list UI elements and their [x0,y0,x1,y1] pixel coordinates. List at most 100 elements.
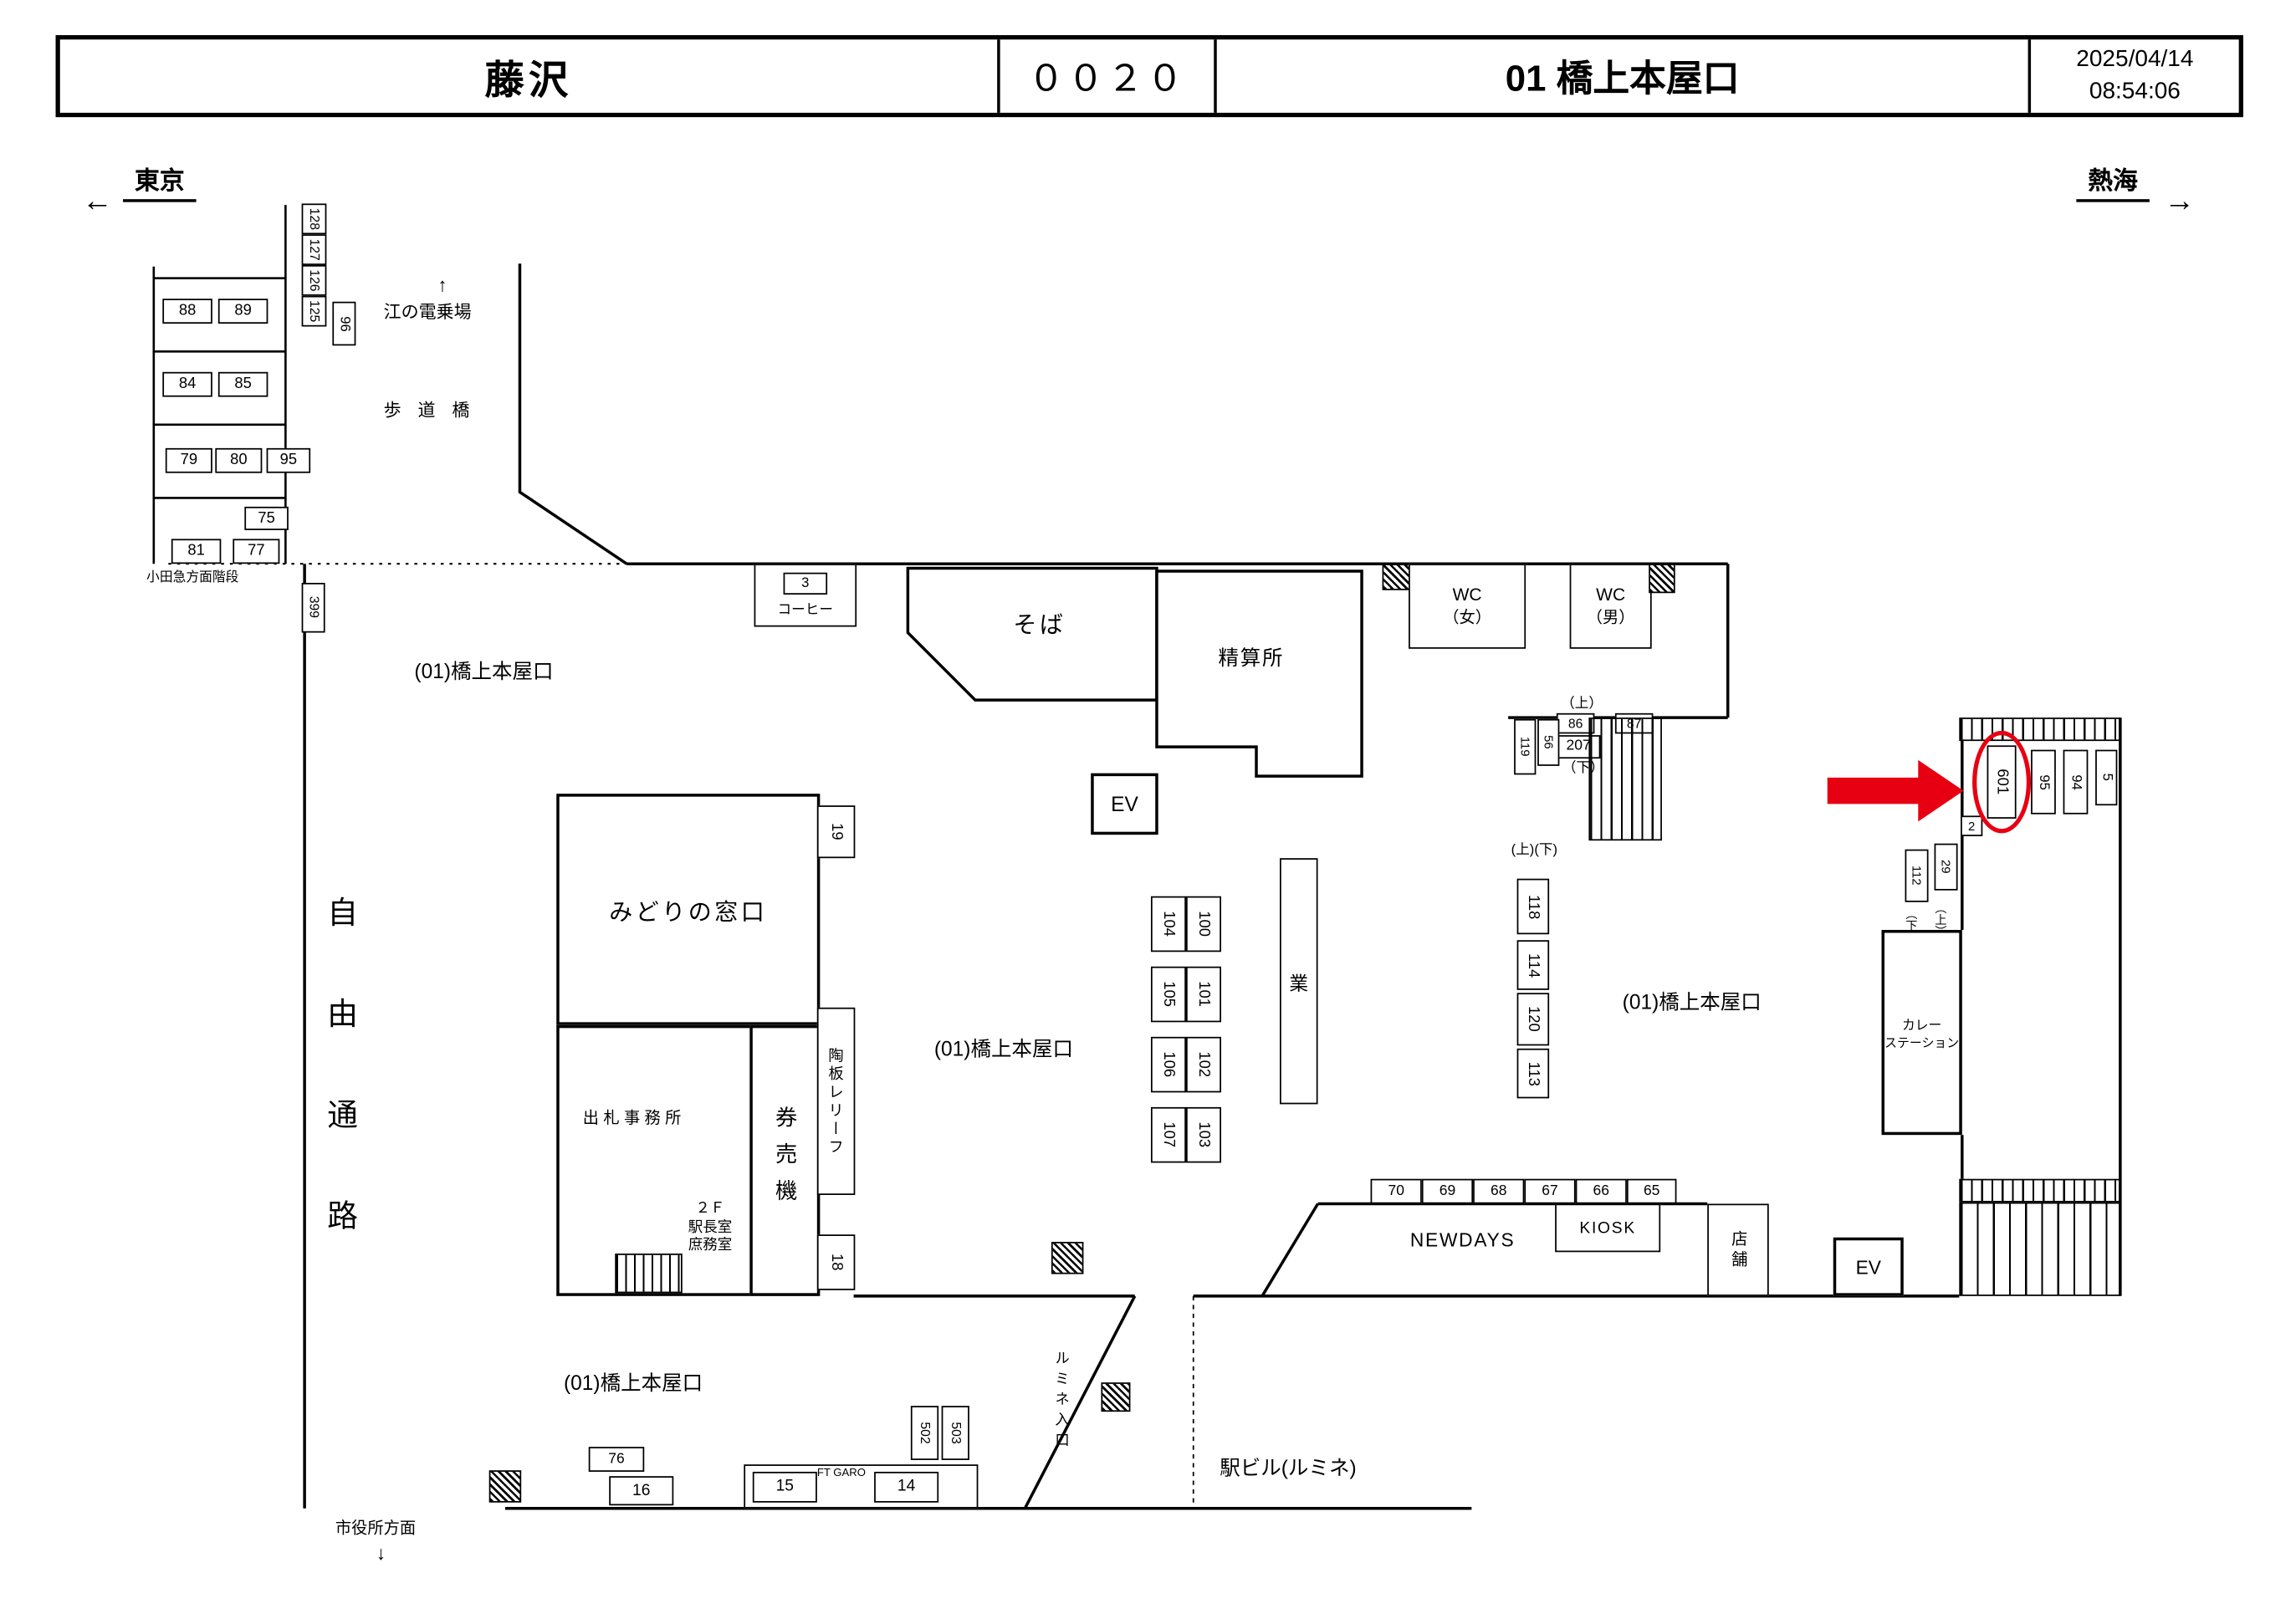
station-name: 藤沢 [60,39,1000,113]
ad-88: 88 [162,299,212,324]
stairs-updown-label: (上)(下) [1511,841,1558,859]
garo-label: FT GARO [816,1465,866,1479]
ad-69: 69 [1421,1178,1474,1204]
station-code: ００２０ [1000,39,1217,113]
entrance-name: 01 橋上本屋口 [1217,39,2032,113]
odakyu-stairs-label: 小田急方面階段 [146,569,239,585]
ad-14: 14 [874,1471,939,1503]
ad-502: 502 [910,1406,939,1460]
elevator-lower: EV [1833,1237,1904,1296]
ceramic-relief: 陶板レリーフ [816,1007,856,1195]
datetime: 2025/04/14 08:54:06 [2031,39,2239,113]
concourse-label-3: (01)橋上本屋口 [1622,989,1762,1014]
coffee-no: 3 [801,575,810,592]
elevator-upper: EV [1091,773,1158,835]
ad-18: 18 [816,1234,856,1290]
ad-114: 114 [1516,940,1550,990]
ad-84: 84 [162,371,212,397]
floor2-label: ２Ｆ [695,1200,725,1218]
ad-89: 89 [217,299,268,324]
free-passage-label: 自由通路 [323,896,358,1301]
ad-105: 105 [1150,966,1186,1023]
ticket-machines: 券売機 [749,1024,821,1296]
hatch-box [488,1470,522,1503]
cityhall-down-arrow: ↓ [376,1542,386,1565]
wc-men: WC （男） [1569,564,1652,649]
ad-120: 120 [1516,993,1550,1046]
shop-room: 店舗 [1707,1203,1769,1296]
coffee-label: コーヒー [777,601,834,619]
office-stairs [615,1254,683,1294]
highlight-circle [1972,730,2032,834]
ad-107: 107 [1150,1106,1186,1163]
ad-76: 76 [588,1447,645,1472]
ad-66: 66 [1575,1178,1627,1204]
ad-94: 94 [2063,749,2089,815]
cityhall-label: 市役所方面 [335,1519,417,1538]
direction-west: 東京 [123,167,197,202]
ticket-office-label: 出 札 事 務 所 [582,1110,682,1128]
master-label: 駅長室 [688,1218,733,1236]
ad-102: 102 [1185,1036,1222,1093]
ad-16: 16 [609,1476,674,1506]
ad-106: 106 [1150,1036,1186,1093]
ad-2: 2 [1961,815,1983,836]
ad-65: 65 [1626,1178,1677,1204]
title-bar: 藤沢 ００２０ 01 橋上本屋口 2025/04/14 08:54:06 [55,35,2243,118]
midori-office: みどりの窓口 [556,794,821,1025]
ad-95-right: 95 [2031,749,2056,815]
enoden-label: 江の電乗場 [383,301,472,323]
ad-81: 81 [171,539,222,564]
date-text: 2025/04/14 [2076,47,2194,73]
ad-100: 100 [1185,896,1222,952]
wc-women-label: WC [1452,584,1482,605]
ad-56: 56 [1537,718,1560,766]
ad-3: 3 [783,572,828,595]
enoden-up-arrow: ↑ [437,273,447,296]
wc-men-label: WC [1596,584,1626,605]
ad-399: 399 [301,582,325,633]
ad-96: 96 [332,301,356,346]
ad-119: 119 [1514,718,1537,775]
ad-128: 128 [301,203,327,235]
soba-label: そば [1013,613,1066,639]
concourse-label-4: (01)橋上本屋口 [563,1371,703,1395]
ad-70: 70 [1370,1178,1422,1204]
east-arrow-icon: → [2164,184,2196,218]
wc-men-sub: （男） [1586,609,1635,627]
ad-80: 80 [215,447,263,473]
gyo-sign: 業 [1280,858,1318,1105]
ad-75: 75 [244,506,289,530]
right-up-label: （上） [1934,901,1948,937]
ad-15: 15 [752,1471,817,1503]
footbridge-label: 歩 道 橋 [383,400,476,421]
hatch-box [1649,564,1675,594]
hatch-box [1382,564,1412,590]
ad-79: 79 [165,447,212,473]
ad-125: 125 [301,295,327,327]
bottom-right-staircase [1959,1202,2120,1296]
ad-103: 103 [1185,1106,1222,1163]
ad-77: 77 [233,539,280,564]
ad-104: 104 [1150,896,1186,952]
ad-5: 5 [2095,749,2118,806]
hatch-box [1051,1242,1084,1274]
ad-113: 113 [1516,1048,1550,1099]
fare-adjust-label: 精算所 [1218,646,1285,670]
curry-label-2: ステーション [1884,1034,1960,1049]
affairs-label: 庶務室 [688,1237,733,1254]
ad-19: 19 [816,805,856,859]
staircase [1588,718,1662,841]
kiosk: KIOSK [1555,1203,1661,1253]
time-text: 08:54:06 [2089,79,2181,105]
curry-label-1: カレー [1902,1017,1942,1032]
curry-station: カレー ステーション [1881,930,1962,1136]
ad-29: 29 [1934,843,1958,891]
stairs-up-label: （上） [1561,695,1603,712]
ad-85: 85 [217,371,268,397]
ad-118: 118 [1516,878,1550,935]
ad-503: 503 [941,1406,969,1460]
